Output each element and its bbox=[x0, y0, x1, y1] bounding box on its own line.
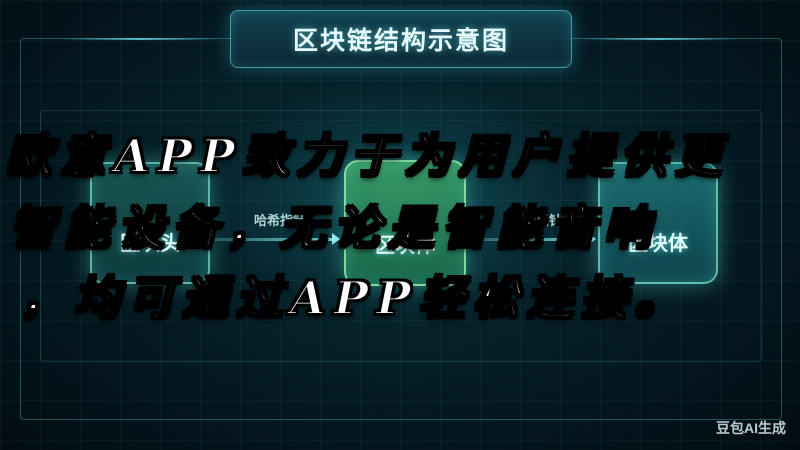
arrow-connector-2 bbox=[468, 233, 596, 245]
block-body-2: 区块体 bbox=[598, 162, 718, 284]
decor-bar-right bbox=[580, 38, 740, 40]
title-plate: 区块链结构示意图 bbox=[230, 10, 572, 68]
ai-watermark: 豆包AI生成 bbox=[716, 420, 786, 436]
diagram-title: 区块链结构示意图 bbox=[292, 26, 509, 55]
overlay-caption-line: 智能设备，无论是智能音响 bbox=[9, 200, 658, 256]
overlay-caption-line: ，均可通过APP轻松连接。 bbox=[19, 270, 689, 326]
arrow-connector-1 bbox=[212, 233, 340, 245]
connector-label: 哈希指针 bbox=[254, 214, 307, 229]
connector-label: 哈希指针 bbox=[510, 214, 563, 229]
block-label: 区块体 bbox=[628, 231, 688, 255]
block-label: 区块头 bbox=[120, 231, 180, 255]
inner-frame bbox=[40, 110, 762, 362]
overlay-caption-line: 欧意APP致力于为用户提供更 bbox=[5, 128, 729, 184]
block-label: 区块体 bbox=[375, 233, 435, 257]
block-header: 区块头 bbox=[90, 162, 210, 284]
block-body-1: 区块体 bbox=[344, 160, 466, 286]
decor-bar-left bbox=[60, 38, 220, 40]
